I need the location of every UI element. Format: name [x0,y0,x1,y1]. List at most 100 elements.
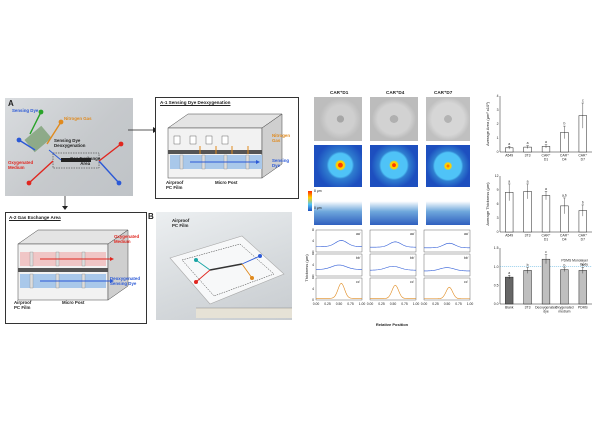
col-title-d1: CAR⁺D1 [330,90,349,95]
profile-xtick: 0.50 [444,302,451,306]
profile-xtick: 0.25 [324,302,331,306]
profile-ytick: 0 [312,298,314,302]
colorbar [308,191,312,211]
chart-category: Oxygenated [555,306,573,310]
chart-ytick: 9 [497,188,499,192]
chart-category: D4 [562,237,566,241]
chart-category: D4 [562,157,566,161]
chart-ytick: 1 [497,136,499,140]
profile-line [424,286,470,300]
heatmap-d4 [370,145,418,187]
a2-label-airproof: Airproof PC Film [14,300,32,311]
chart-ytick: 0.5 [494,284,499,288]
col-title-d4: CAR⁺D4 [386,90,405,95]
chart-ytick: 0 [497,230,499,234]
a1-label-nitrogen: Nitrogen Gas [272,133,291,144]
colorbar-bottom: 0 μm [314,206,322,210]
chart-ytick: 1.5 [494,246,499,250]
device-schematic-a [16,109,124,186]
chart-ytick: 3 [497,216,499,220]
profile-ytick: 4 [312,239,314,243]
significance-label: a [508,271,510,275]
profile-label: bb' [410,256,415,260]
surface-d4 [370,191,418,225]
chart-ytick: 0 [497,150,499,154]
significance-label: a [527,179,529,183]
middle-figure: CAR⁺D1 CAR⁺D4 CAR⁺D7 8 μm 0 μm aa'bb'cc'… [304,90,474,330]
profile-label: aa' [464,232,469,236]
chart-category: 3T3 [525,154,531,158]
micrograph-d7 [426,97,470,141]
significance-label: c [545,250,547,254]
profile-line [424,242,471,249]
chart-category: CAR⁺ [542,234,551,238]
micrograph-d4 [370,97,418,141]
profile-box [423,277,471,301]
profile-line [369,266,417,271]
bar [560,269,569,305]
chart-ytick: 1.0 [494,265,499,269]
profile-xtick: 0.75 [347,302,354,306]
chart-ytick: 6 [497,202,499,206]
significance-label: c [582,99,584,103]
significance-label: b [527,263,529,267]
chart-ytick: 2 [497,122,499,126]
col-title-d7: CAR⁺D7 [434,90,453,95]
left-figure: A Sensing Dye Nitrogen Gas Sensing Dye D… [5,97,299,324]
profile-xtick: 0.50 [390,302,397,306]
chart-ytick: 4 [497,94,499,98]
significance-label: b [563,122,565,126]
bar [578,270,587,305]
significance-label: b [563,263,565,267]
chart-category: D7 [581,237,585,241]
device-schematic-b [169,235,292,318]
significance-label: a [508,142,510,146]
chart-category: CAR⁺ [560,234,569,238]
chart-category: dye [543,309,549,313]
profile-label: bb' [464,256,469,260]
profile-line [315,264,363,270]
significance-label: b [582,200,584,204]
significance-label: a [508,179,510,183]
chart-category: A549 [505,154,513,158]
profile-xtick: 0.50 [336,302,343,306]
chart-category: 3T3 [525,306,531,310]
profile-line [423,267,471,272]
panel-a2-title: A-2 Gas Exchange Area [9,215,61,220]
arrow-to-a1 [128,127,158,133]
label-nitrogen-gas: Nitrogen Gas [64,116,92,121]
profile-ytick: 0 [312,250,314,254]
profile-box [369,229,417,253]
profile-ylabel: Thickness (μm) [304,254,309,282]
chart-category: PDMS [578,306,589,310]
profile-box [369,277,417,301]
heatmap-d1 [314,145,362,187]
bar [541,195,551,233]
heatmap-d7 [426,145,470,187]
micrograph-d1 [314,97,362,141]
profile-xtick: 1.00 [359,302,366,306]
b-label-airproof: Airproof PC Film [172,218,190,229]
reference-label: Body [580,262,588,266]
chart-category: CAR⁺ [542,154,551,158]
profile-ytick: 8 [312,252,314,256]
chart-category: Deoxygenated [535,306,557,310]
chart-category: D1 [544,157,548,161]
profile-xtick: 0.75 [455,302,462,306]
bar [505,276,514,305]
profile-line [316,282,362,299]
a2-label-oxygenated: Oxygenated Medium [114,234,140,245]
profile-ytick: 8 [312,276,314,280]
chart-ytick: 0.0 [494,302,499,306]
profile-label: cc' [356,280,360,284]
profile-xtick: 1.00 [467,302,474,306]
surface-d7 [426,191,470,225]
profile-ytick: 4 [312,287,314,291]
label-sensing-dye: Sensing Dye [12,108,39,113]
profile-line [370,241,417,248]
a2-label-deoxy: Deoxygenated Sensing Dye [110,276,141,287]
profile-ytick: 8 [312,228,314,232]
panel-a1-title: A-1 Sensing Dye Deoxygenation [160,100,231,105]
